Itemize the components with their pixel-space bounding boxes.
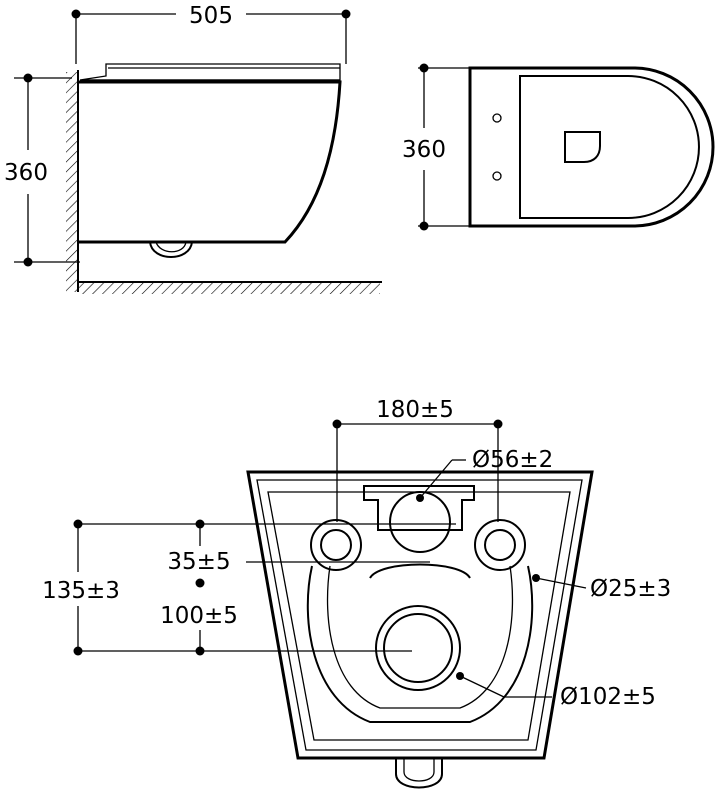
rear-inlet-frame [363, 485, 475, 531]
bowl-body [78, 80, 342, 244]
bolt-spacing-label: 180±5 [376, 397, 454, 423]
bowl-outlet [149, 241, 193, 258]
wall-hatch [66, 72, 78, 292]
width-label: 505 [189, 3, 233, 29]
inlet-diameter-label: Ø56±2 [472, 447, 553, 473]
top-inner-bowl [519, 75, 700, 219]
rear-upper-chamber [369, 563, 471, 579]
top-outline [468, 66, 715, 228]
bolt-hole-diameter-label: Ø25±3 [590, 576, 671, 602]
side-height-label: 360 [4, 160, 48, 186]
outlet-offset-label: 100±5 [160, 603, 238, 629]
rear-bolt-hole-right [484, 529, 516, 561]
top-fix-hole-lower [492, 171, 502, 181]
rear-bolt-hole-left-outer [310, 519, 362, 571]
floor-hatch [78, 282, 380, 294]
rear-outlet-hole [383, 613, 453, 683]
top-fix-hole-upper [492, 113, 502, 123]
outer-height-label: 135±3 [42, 578, 120, 604]
seat-lid [79, 63, 341, 81]
top-height-label: 360 [402, 137, 446, 163]
rear-bolt-hole-left [320, 529, 352, 561]
rear-bowl-rim [306, 565, 534, 723]
inlet-offset-label: 35±5 [167, 549, 230, 575]
rear-bottom-drain [395, 758, 443, 789]
rear-bolt-hole-right-outer [474, 519, 526, 571]
rear-view: 180±5 Ø56±2 135±3 35±5 100±5 Ø25±3 Ø102± [42, 397, 671, 789]
rear-outline [246, 470, 594, 760]
top-drain [564, 131, 601, 163]
outlet-diameter-label: Ø102±5 [560, 684, 656, 710]
top-view: 360 [402, 63, 715, 231]
inlet-diameter-leader [419, 459, 453, 499]
rear-outlet-hole-outer [375, 605, 461, 691]
bolt-hole-diameter-leader [535, 577, 587, 589]
outlet-diameter-leader [459, 675, 505, 698]
rear-inlet-hole [389, 491, 451, 553]
side-view: 505 360 [4, 3, 382, 294]
